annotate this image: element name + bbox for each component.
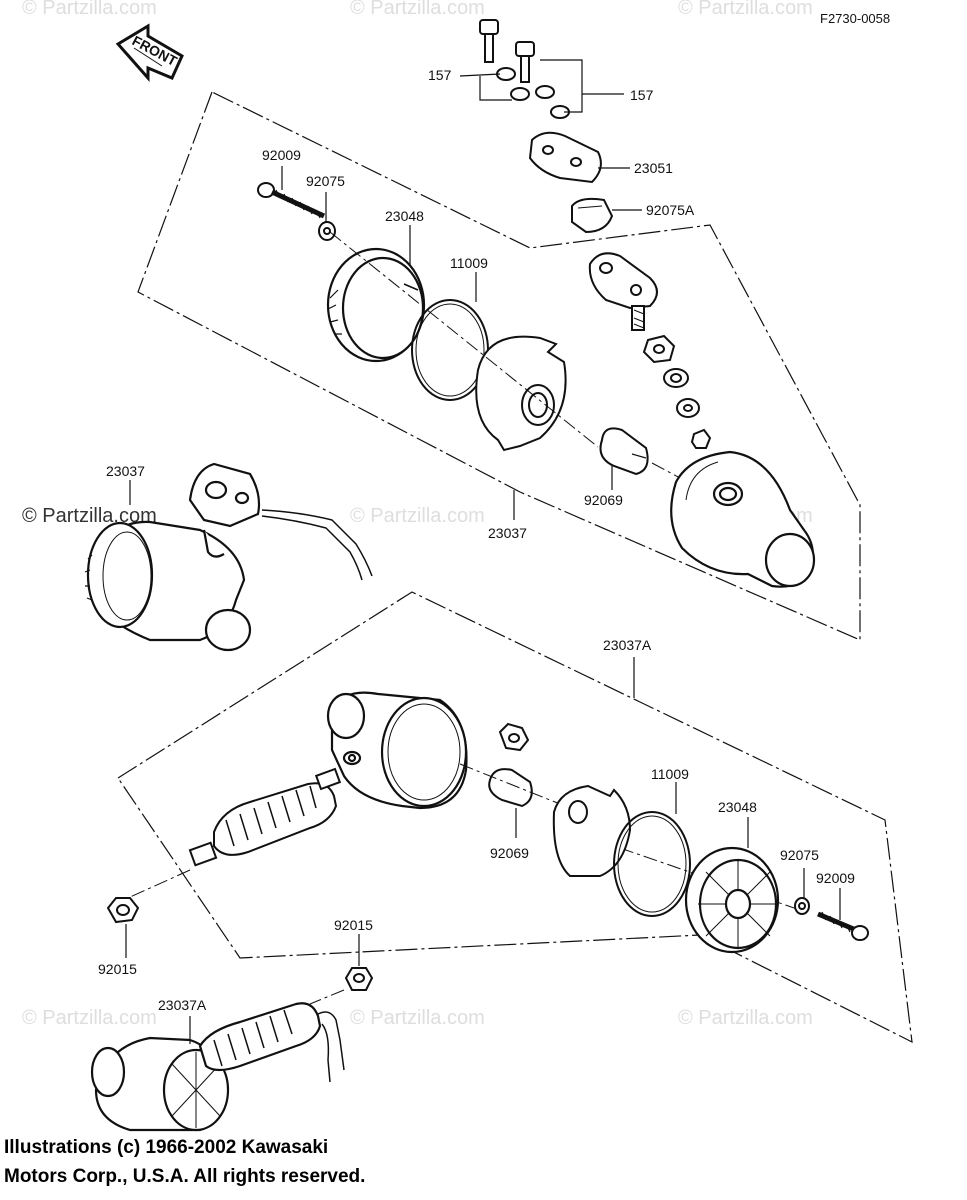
watermark-bottom-right: © Partzilla.com — [678, 1007, 813, 1029]
washer-92075-bottom-icon — [794, 897, 810, 915]
reflector-bottom-icon — [552, 784, 632, 877]
watermark-top-left: © Partzilla.com — [22, 0, 157, 19]
axis-line-92015 — [309, 989, 345, 1005]
assembled-signal-23037A-icon — [90, 1002, 345, 1132]
stem-bottom-icon — [188, 767, 342, 867]
label-23037A-top: 23037A — [603, 637, 652, 653]
reflector-plate-icon — [475, 335, 567, 452]
copyright-line-2: Motors Corp., U.S.A. All rights reserved… — [4, 1166, 366, 1187]
rubber-92075A-icon — [571, 197, 614, 234]
label-23048-bottom: 23048 — [718, 799, 757, 815]
lens-23048-bottom-icon — [684, 846, 780, 954]
bulb-92069-icon — [599, 427, 649, 476]
label-92075A: 92075A — [646, 202, 695, 218]
label-92015-bottom: 92015 — [334, 917, 373, 933]
label-157-left: 157 — [428, 67, 452, 83]
label-92009-bottom: 92009 — [816, 870, 855, 886]
axis-line-bottom — [459, 763, 561, 805]
label-157-right: 157 — [630, 87, 654, 103]
watermark-mid-center: © Partzilla.com — [350, 505, 485, 527]
label-92069-top: 92069 — [584, 492, 623, 508]
bolt-157-icon — [479, 19, 570, 119]
label-23037A-bottom: 23037A — [158, 997, 207, 1013]
lens-23048-icon — [326, 247, 426, 363]
figure-ref-code: F2730-0058 — [820, 11, 890, 26]
label-23037-left: 23037 — [106, 463, 145, 479]
assembly-outline-23037 — [137, 91, 861, 641]
label-11009-top: 11009 — [450, 255, 488, 271]
front-arrow-icon: FRONT — [115, 23, 184, 82]
watermarks: © Partzilla.com © Partzilla.com © Partzi… — [22, 0, 813, 1029]
copyright-notice: Illustrations (c) 1966-2002 Kawasaki Mot… — [4, 1133, 365, 1191]
gasket-11009-bottom-icon — [613, 811, 691, 917]
stem-assembly-icon — [588, 252, 712, 449]
assembled-signal-23037-icon — [84, 462, 373, 652]
label-23037-center: 23037 — [488, 525, 527, 541]
label-23051: 23051 — [634, 160, 673, 176]
leader-lines-157 — [459, 59, 624, 113]
label-23048-top: 23048 — [385, 208, 424, 224]
nut-small-icon — [498, 722, 530, 752]
watermark-top-right: © Partzilla.com — [678, 0, 813, 19]
screw-92009-icon — [257, 182, 326, 219]
housing-bottom-icon — [326, 691, 468, 810]
watermark-mid-left: © Partzilla.com — [22, 505, 157, 527]
nut-92015-bottom-icon — [344, 967, 374, 991]
washer-92075-icon — [318, 221, 336, 241]
label-92075-bottom: 92075 — [780, 847, 819, 863]
copyright-line-1: Illustrations (c) 1966-2002 Kawasaki — [4, 1137, 329, 1158]
axis-line-bottom-left — [127, 869, 191, 899]
label-92009-top: 92009 — [262, 147, 301, 163]
bulb-92069-bottom-icon — [488, 768, 533, 808]
housing-top-icon — [670, 450, 816, 588]
watermark-top-mid: © Partzilla.com — [350, 0, 485, 19]
watermark-bottom-left: © Partzilla.com — [22, 1007, 157, 1029]
assembly-outline-23037A — [117, 591, 913, 1044]
screw-92009-bottom-icon — [817, 911, 869, 941]
nut-92015-left-icon — [106, 897, 140, 924]
label-92015-left: 92015 — [98, 961, 137, 977]
label-92069-bottom: 92069 — [490, 845, 529, 861]
clamp-23051-icon — [528, 131, 602, 184]
watermark-bottom-mid: © Partzilla.com — [350, 1007, 485, 1029]
label-92075-top: 92075 — [306, 173, 345, 189]
label-11009-bottom: 11009 — [651, 766, 689, 782]
